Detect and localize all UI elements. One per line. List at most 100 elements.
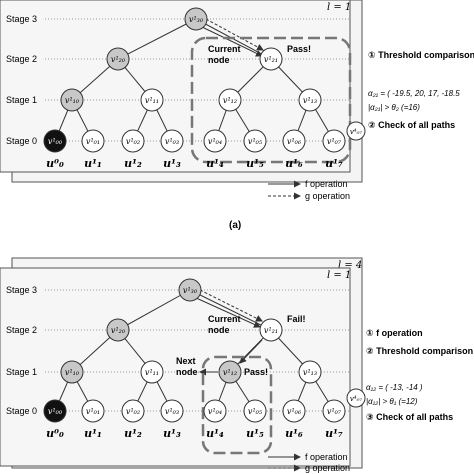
panel-b-highlight-box [201, 355, 273, 455]
input-u6: u¹₆ [285, 157, 303, 170]
node-v03 [160, 129, 184, 153]
label-b-v00: v¹₀₀ [48, 407, 63, 416]
panel-a-side-notes: ① Threshold comparison in each path α₂₁ … [368, 50, 474, 130]
node-b-v21 [259, 318, 283, 342]
panel-b-stage-0: Stage 0 [6, 406, 37, 416]
panel-a-note-4: ② Check of all paths [368, 120, 455, 130]
label-v10: v¹₁₀ [65, 96, 80, 105]
label-v04: v¹₀₄ [208, 137, 222, 146]
node-b-v11 [140, 360, 164, 384]
panel-a-note-3: |α₂₁| > θ₂ (=16) [368, 103, 420, 112]
node-b-v12 [218, 360, 242, 384]
input-u7: u¹₇ [325, 157, 343, 170]
panel-b: l = 4 l = 1 Stage 3 Stage 2 Stage 1 Stag… [0, 257, 474, 473]
node-b-v04 [203, 399, 227, 423]
panel-a-stage-3: Stage 3 [6, 14, 37, 24]
node-b-v07 [322, 399, 346, 423]
node-v00 [43, 129, 67, 153]
label-b-v07: v¹₀₇ [327, 407, 342, 416]
label-v12: v¹₁₂ [223, 96, 237, 105]
node-v02 [121, 129, 145, 153]
label-b-v01: v¹₀₁ [86, 407, 100, 416]
panel-a-caption: (a) [229, 220, 241, 231]
input-u1: u¹₁ [84, 157, 102, 170]
panel-a-stage-1: Stage 1 [6, 95, 37, 105]
panel-a-legend-g: g operation [305, 191, 350, 201]
node-b-v20 [106, 318, 130, 342]
label-b-v05: v¹₀₅ [248, 407, 263, 416]
label-b-v12: v¹₁₂ [223, 368, 237, 377]
panel-b-pass-label: Pass! [244, 367, 268, 377]
panel-b-note-1: ① f operation [366, 328, 423, 338]
panel-b-side-notes: ① f operation ② Threshold comparison in … [366, 328, 474, 422]
node-b-v03 [160, 399, 184, 423]
panel-b-nodes [43, 278, 366, 423]
node-v04 [203, 129, 227, 153]
input-b-u4: u¹₄ [206, 427, 224, 440]
panel-b-note-5: ③ Check of all paths [366, 412, 453, 422]
node-b-v13 [298, 360, 322, 384]
panel-b-note-2: ② Threshold comparison in each path [366, 346, 474, 356]
node-v10 [60, 88, 84, 112]
label-v03: v¹₀₃ [165, 137, 179, 146]
label-v13: v¹₁₃ [303, 96, 317, 105]
input-u4: u¹₄ [206, 157, 224, 170]
label-v11: v¹₁₁ [145, 96, 159, 105]
panel-a: l = 1 Stage 3 Stage 2 Stage 1 Stage 0 [0, 0, 474, 231]
node-v12 [218, 88, 242, 112]
panel-b-g-arrow [193, 296, 261, 328]
node-b-v00 [43, 399, 67, 423]
label-b-v20: v¹₂₀ [111, 326, 126, 335]
node-b-v02 [121, 399, 145, 423]
node-v11 [140, 88, 164, 112]
panel-b-legend-f: f operation [305, 452, 348, 462]
node-b-v30 [178, 278, 202, 302]
label-v21: v¹₂₁ [264, 55, 278, 64]
panel-a-pass-label: Pass! [287, 44, 311, 54]
panel-a-legend-f: f operation [305, 179, 348, 189]
input-u2: u¹₂ [124, 157, 142, 170]
label-v05: v¹₀₅ [248, 137, 263, 146]
label-v00: v¹₀₀ [48, 137, 63, 146]
label-v02: v¹₀₂ [126, 137, 140, 146]
label-b-v21: v¹₂₁ [264, 326, 278, 335]
panel-a-stage-0: Stage 0 [6, 136, 37, 146]
panel-b-stage-3: Stage 3 [6, 285, 37, 295]
panel-b-stage-2: Stage 2 [6, 325, 37, 335]
label-b-v03: v¹₀₃ [165, 407, 179, 416]
label-b-v13: v¹₁₃ [303, 368, 317, 377]
panel-b-note-4: |α₁₂| > θ₁ (=12) [366, 397, 418, 406]
input-b-u6: u¹₆ [285, 427, 303, 440]
panel-b-node-labels: v¹₃₀ v¹₂₀ v¹₂₁ v¹₁₀ v¹₁₁ v¹₁₂ v¹₁₃ v¹₀₀ … [48, 286, 362, 416]
panel-a-highlight-box [190, 36, 352, 164]
node-b-v05 [243, 399, 267, 423]
label-b-v11: v¹₁₁ [145, 368, 159, 377]
panel-b-l-back: l = 4 [338, 260, 362, 271]
label-b-v10: v¹₁₀ [65, 368, 80, 377]
panel-b-fail-label: Fail! [287, 314, 306, 324]
node-v20 [106, 47, 130, 71]
panel-b-inputs: u⁰₀ u¹₁ u¹₂ u¹₃ u¹₄ u¹₅ u¹₆ u¹₇ [46, 427, 343, 440]
label-b-v06: v¹₀₆ [287, 407, 302, 416]
node-v07 [322, 129, 346, 153]
input-u3: u¹₃ [163, 157, 181, 170]
label-b-v04: v¹₀₄ [208, 407, 222, 416]
input-b-u1: u¹₁ [84, 427, 102, 440]
node-v01 [81, 129, 105, 153]
panel-b-stage-1: Stage 1 [6, 367, 37, 377]
panel-b-front-sheet [0, 267, 351, 467]
node-b-v06 [282, 399, 306, 423]
input-u5: u¹₅ [246, 157, 264, 170]
panel-b-next-arrow [239, 339, 263, 364]
node-v13 [298, 88, 322, 112]
label-b-v02: v¹₀₂ [126, 407, 140, 416]
node-v21 [259, 47, 283, 71]
label-b-v30: v¹₃₀ [183, 286, 198, 295]
node-b-v01 [81, 399, 105, 423]
node-v05 [243, 129, 267, 153]
label-v07: v¹₀₇ [327, 137, 342, 146]
input-b-u3: u¹₃ [163, 427, 181, 440]
